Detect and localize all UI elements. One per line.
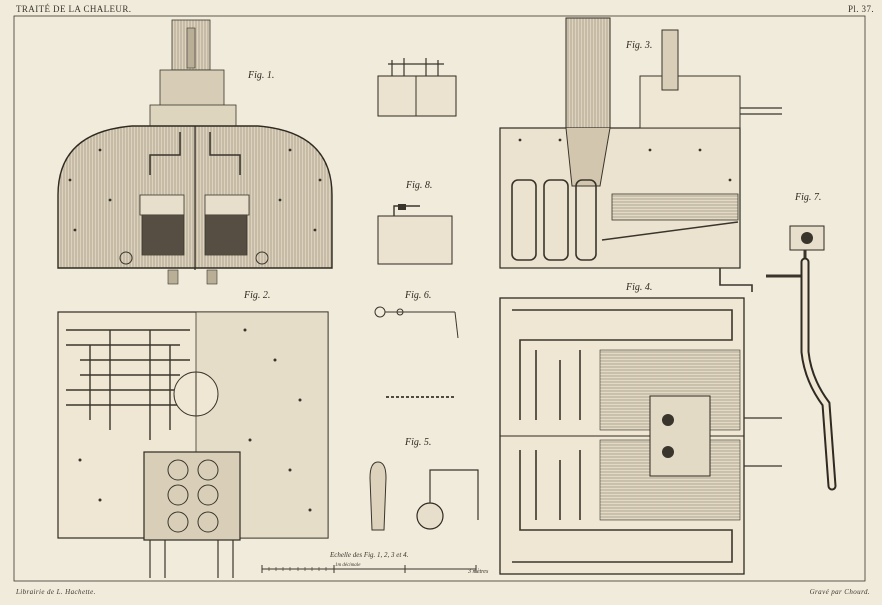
engraver-credit: Gravé par Chourd. (809, 588, 870, 596)
fig1-boiler-front-elevation (57, 19, 333, 285)
fig3-label: Fig. 3. (626, 40, 653, 51)
plate-header-title: TRAITÉ DE LA CHALEUR. (16, 4, 132, 14)
plate-number: Pl. 37. (847, 4, 874, 14)
fig4-label: Fig. 4. (626, 282, 653, 293)
fig8-label: Fig. 8. (406, 180, 433, 191)
fig2-label: Fig. 2. (244, 290, 271, 301)
fig4-boiler-plan-section (499, 297, 782, 575)
fig3-boiler-section (499, 17, 782, 292)
scale-bar (261, 565, 477, 573)
fig5-detail (369, 461, 479, 531)
fig7-pipe-elevation (766, 225, 837, 491)
plate-border (13, 15, 866, 582)
scale-end-label: 3 mètres (468, 569, 489, 575)
scale-unit: 1m décimale (335, 563, 361, 568)
fig2-boiler-plan (57, 311, 329, 578)
publisher-credit: Librairie de L. Hachette. (16, 588, 96, 596)
fig5-label: Fig. 5. (405, 437, 432, 448)
valve-box-detail (377, 58, 457, 117)
fig6-lever-detail (374, 306, 459, 398)
fig8-detail (377, 204, 453, 265)
fig6-label: Fig. 6. (405, 290, 432, 301)
fig1-label: Fig. 1. (248, 70, 275, 81)
scale-title: Echelle des Fig. 1, 2, 3 et 4. (330, 551, 409, 559)
fig7-label: Fig. 7. (795, 192, 822, 203)
